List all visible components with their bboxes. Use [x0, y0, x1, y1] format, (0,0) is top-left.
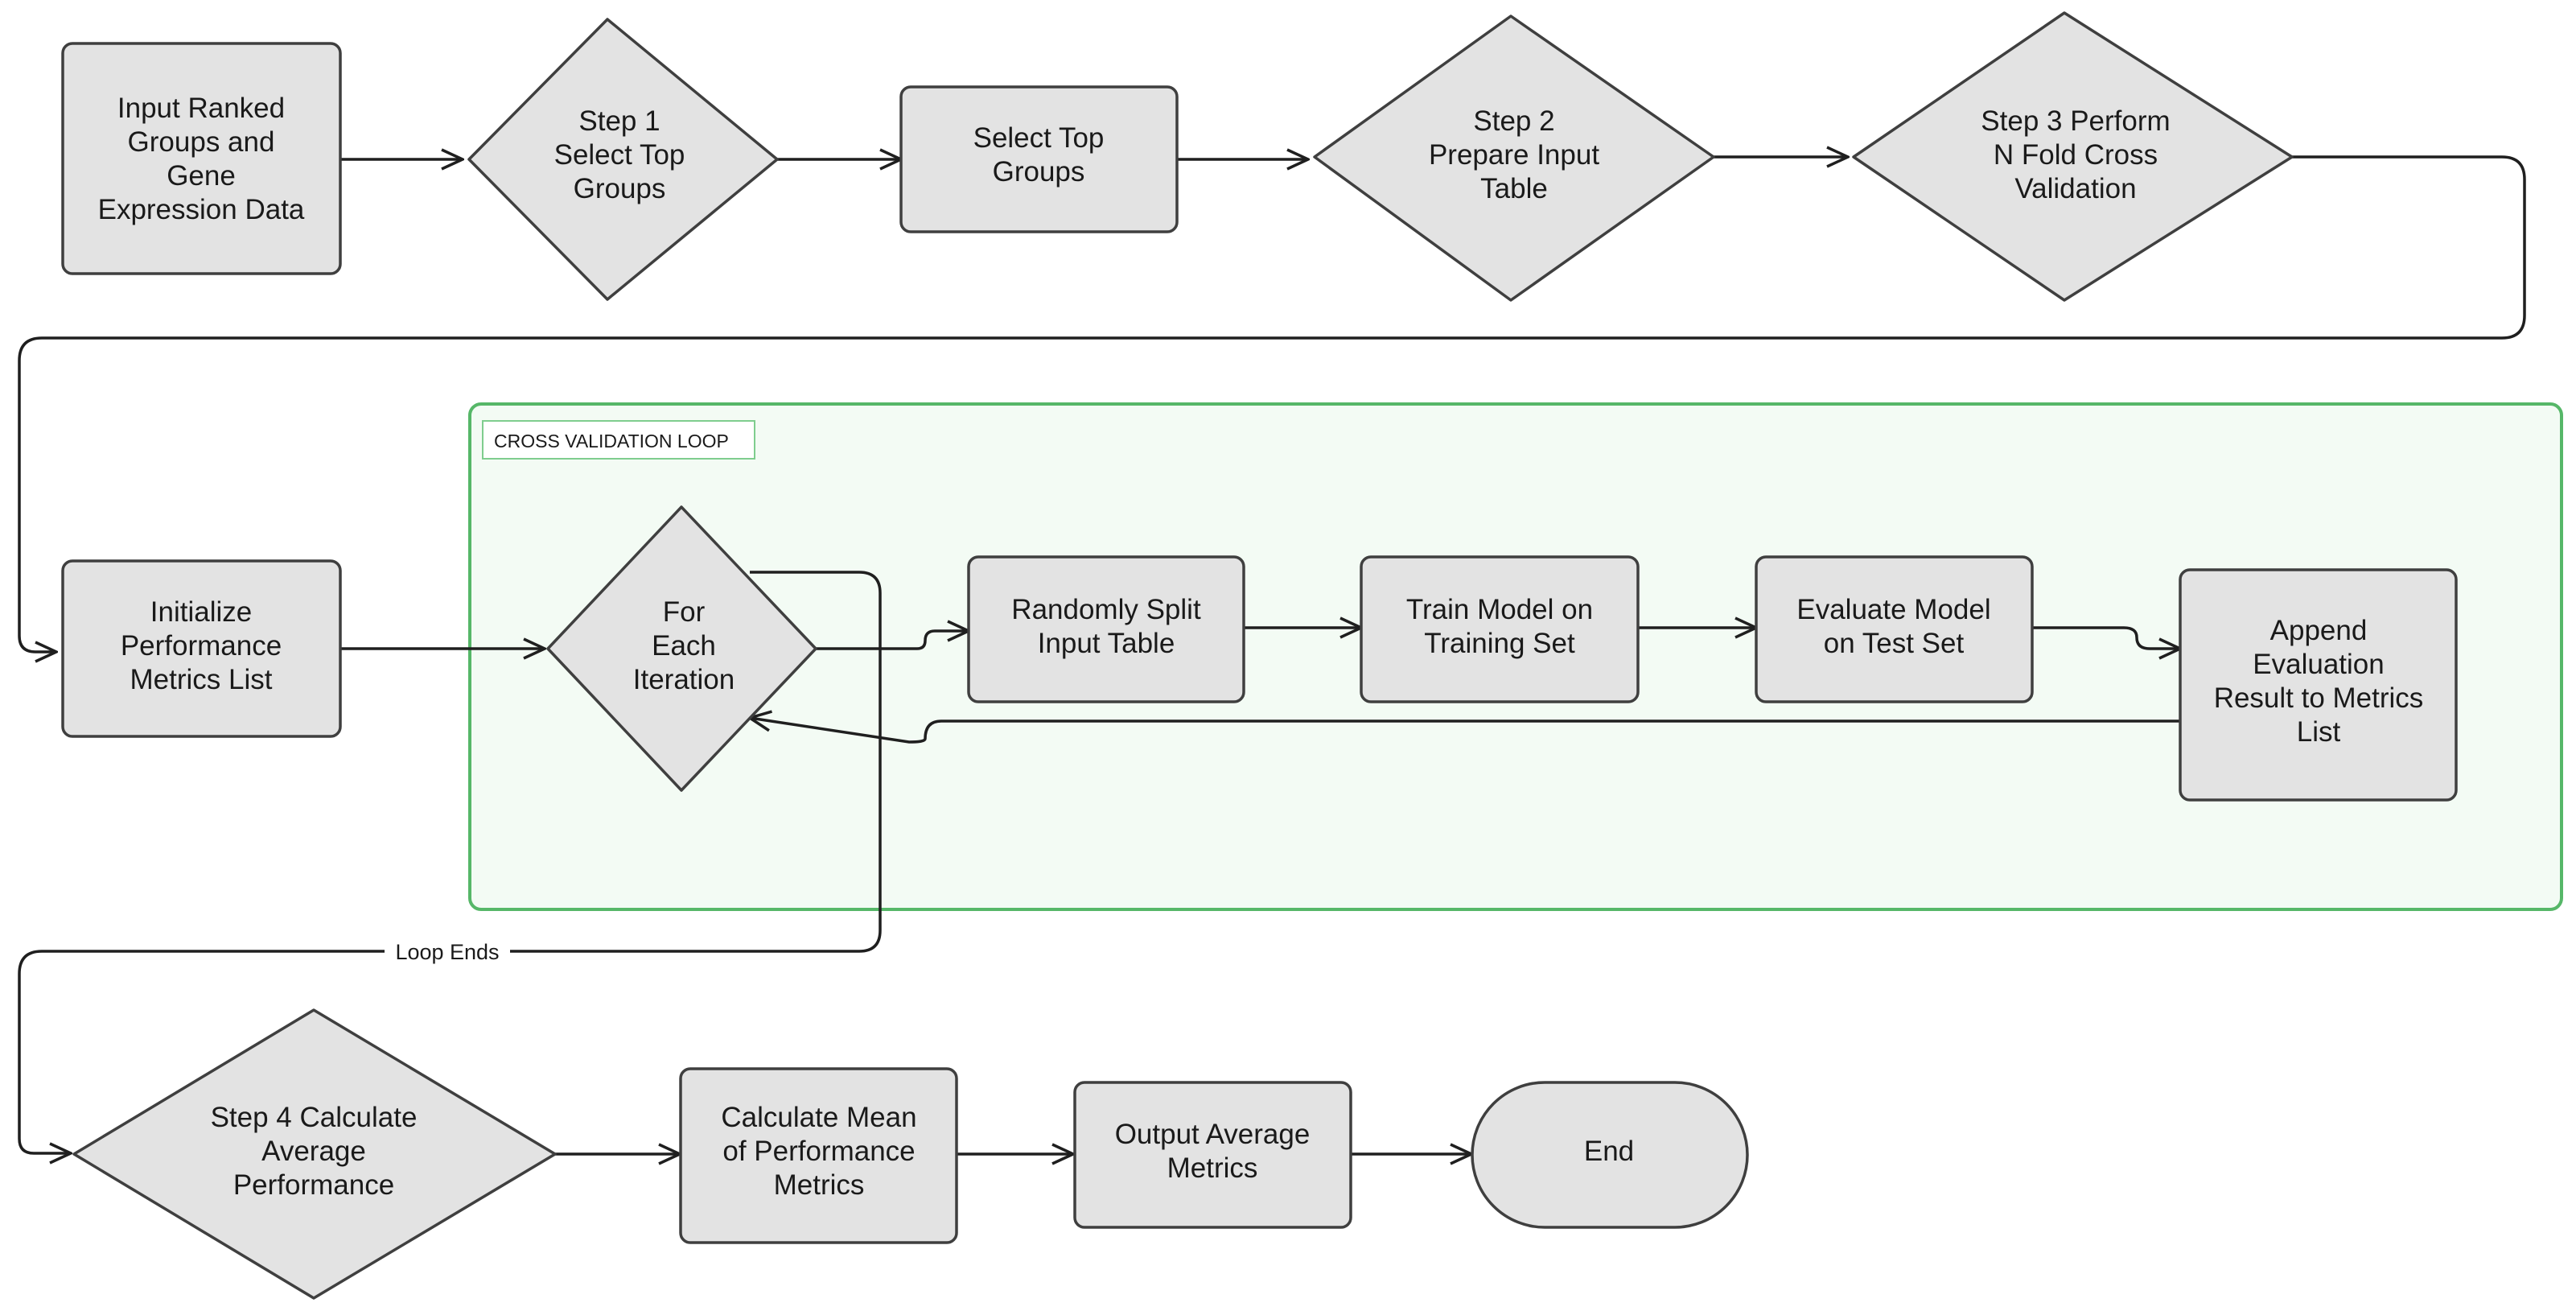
node-label-line: For	[663, 596, 706, 628]
node-label-line: Input Ranked	[117, 93, 285, 124]
node-label-line: Initialize	[150, 596, 252, 628]
node-label-line: Prepare Input	[1429, 139, 1599, 171]
node-label-line: Output Average	[1115, 1119, 1311, 1150]
node-label-line: Average	[261, 1136, 366, 1167]
node-label-line: N Fold Cross	[1994, 139, 2158, 171]
node-label-line: Metrics	[774, 1169, 865, 1201]
node-end: End	[1471, 1081, 1749, 1229]
node-label-line: Train Model on	[1406, 594, 1593, 625]
node-label-line: Validation	[2014, 173, 2136, 204]
node-label-line: of Performance	[722, 1136, 915, 1167]
node-label-line: Performance	[121, 630, 282, 662]
cross-validation-loop-label: CROSS VALIDATION LOOP	[494, 431, 729, 451]
node-label-line: Randomly Split	[1011, 594, 1201, 625]
node-label-line: Result to Metrics	[2214, 682, 2424, 714]
node-label-line: Groups	[993, 156, 1085, 188]
node-label-line: Step 3 Perform	[1981, 105, 2170, 137]
node-label-line: Step 1	[578, 105, 660, 137]
node-label-line: Select Top	[973, 122, 1105, 154]
edge-for-each-to-split	[816, 631, 969, 650]
node-label-line: Groups	[574, 173, 666, 204]
node-label-line: Training Set	[1424, 628, 1575, 659]
node-label-line: on Test Set	[1824, 628, 1965, 659]
loop-ends-label: Loop Ends	[395, 940, 499, 964]
node-label-line: Groups and	[128, 126, 275, 158]
node-label-line: Table	[1480, 173, 1548, 204]
node-label-line: Gene	[167, 160, 236, 192]
node-label-line: Expression Data	[98, 194, 305, 225]
node-label-line: End	[1584, 1136, 1634, 1167]
node-label-line: Step 4 Calculate	[211, 1102, 418, 1133]
node-end-text: End	[1584, 1136, 1634, 1167]
node-label-line: Metrics List	[130, 664, 273, 695]
node-label-line: Iteration	[633, 664, 735, 695]
edge-step3-to-init	[18, 155, 2526, 652]
node-label-line: Each	[652, 630, 716, 662]
node-label-line: Metrics	[1167, 1152, 1258, 1184]
edge-append-to-for-each	[750, 718, 2180, 744]
loop-ends-edge-label: Loop Ends	[385, 934, 510, 966]
node-label-line: Input Table	[1038, 628, 1175, 659]
node-label-line: Calculate Mean	[721, 1102, 916, 1133]
node-label-line: Evaluate Model	[1796, 594, 1990, 625]
node-label-line: Select Top	[554, 139, 685, 171]
node-label-line: Step 2	[1473, 105, 1554, 137]
node-label-line: Append	[2270, 615, 2368, 646]
node-label-line: List	[2297, 716, 2341, 748]
node-label-line: Performance	[233, 1169, 394, 1201]
edge-evaluate-to-append	[2033, 626, 2180, 649]
node-label-line: Evaluation	[2253, 649, 2384, 680]
